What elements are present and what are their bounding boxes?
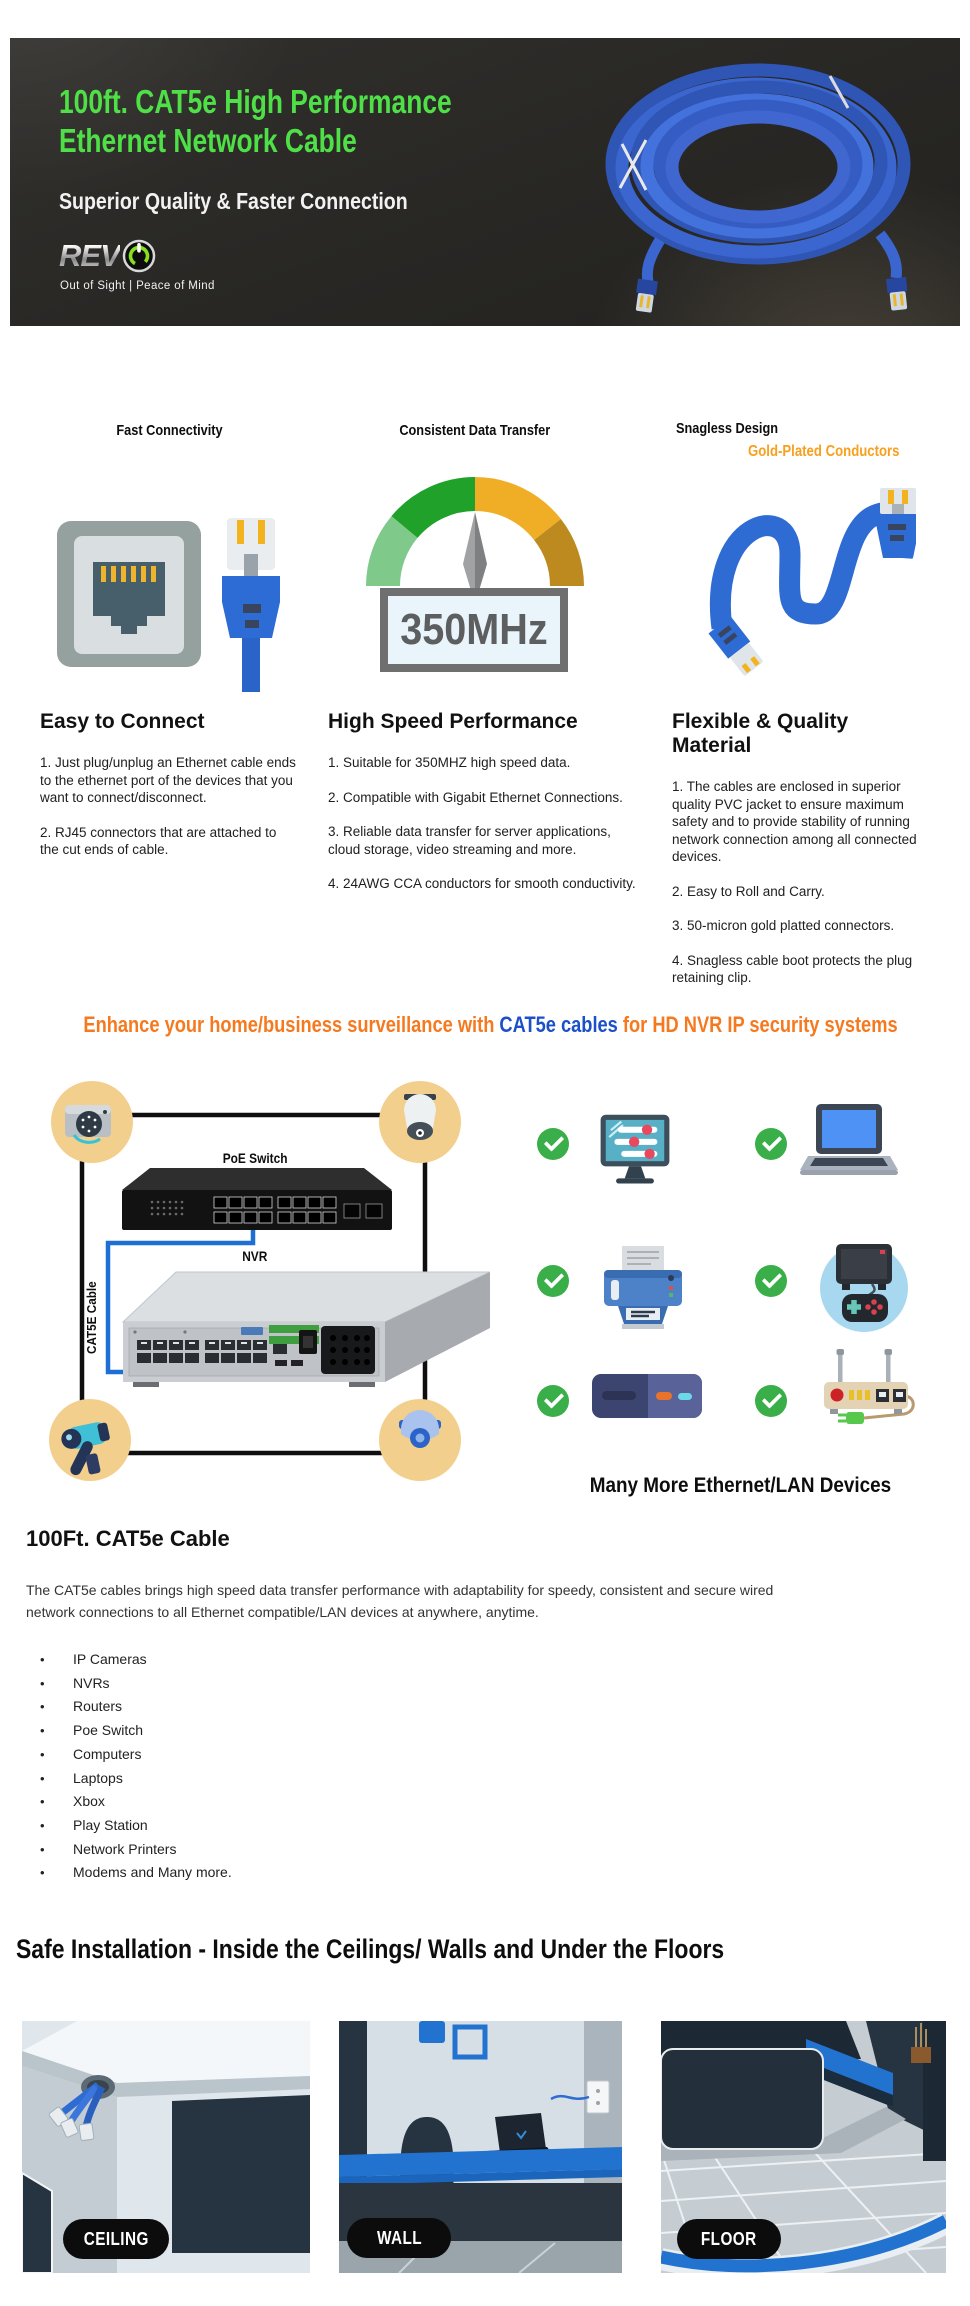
- hero-banner: 100ft. CAT5e High Performance Ethernet N…: [10, 38, 960, 326]
- list-item: NVRs: [40, 1672, 540, 1696]
- list-item: Modems and Many more.: [40, 1861, 540, 1885]
- wall-badge: WALL: [347, 2218, 451, 2258]
- snagless-cable-icon: [708, 488, 916, 676]
- headline-prefix: Enhance your home/business surveillance …: [83, 1012, 500, 1037]
- banner-subtitle: Superior Quality & Faster Connection: [59, 188, 408, 214]
- column-item: 4. 24AWG CCA conductors for smooth condu…: [328, 876, 636, 891]
- laptop-icon: [800, 1104, 898, 1175]
- surveillance-diagram: [49, 1081, 490, 1481]
- nvr-illustration: [121, 1271, 490, 1387]
- cables-through-ceiling: [48, 2082, 106, 2141]
- headline-suffix: for HD NVR IP security systems: [617, 1012, 898, 1037]
- check-icon: [755, 1385, 787, 1417]
- feature-title-fast-connectivity: Fast Connectivity: [116, 422, 224, 439]
- column-item: 3. 50-micron gold platted connectors.: [672, 918, 895, 933]
- column-item: 2. RJ45 connectors that are attached to …: [40, 824, 277, 858]
- feature-title-snagless: Snagless Design: [676, 420, 779, 437]
- column-item: 3. Reliable data transfer for server app…: [328, 824, 611, 857]
- column-easy-to-connect: Easy to Connect 1. Just plug/unplug an E…: [40, 710, 296, 876]
- power-button-icon: [122, 239, 155, 273]
- list-item: Xbox: [40, 1790, 540, 1814]
- list-item: Poe Switch: [40, 1719, 540, 1743]
- ethernet-wall-jack-icon: [57, 521, 201, 667]
- installation-card-ceiling: CEILING: [22, 2021, 310, 2273]
- rj45-connector-left: [635, 278, 658, 313]
- banner-title: 100ft. CAT5e High Performance Ethernet N…: [59, 82, 550, 160]
- column-item: 1. Suitable for 350MHZ high speed data.: [328, 755, 571, 770]
- surveillance-headline: Enhance your home/business surveillance …: [0, 1012, 970, 1038]
- modem-router-icon: [824, 1349, 915, 1424]
- nvr-label: NVR: [242, 1248, 268, 1264]
- column-heading: Easy to Connect: [40, 710, 205, 733]
- column-item: 2. Compatible with Gigabit Ethernet Conn…: [328, 789, 623, 805]
- check-icon: [537, 1385, 569, 1417]
- list-item: Play Station: [40, 1814, 540, 1838]
- media-box-icon: [592, 1374, 702, 1418]
- dome-camera-icon: [379, 1399, 461, 1481]
- ethernet-plug-icon: [222, 518, 280, 692]
- cable-connector-left: [708, 616, 763, 676]
- list-item: Laptops: [40, 1767, 540, 1791]
- feature-subtitle-gold-plated: Gold-Plated Conductors: [748, 443, 900, 460]
- device-list: IP Cameras NVRs Routers Poe Switch Compu…: [40, 1648, 540, 1885]
- column-item: 2. Easy to Roll and Carry.: [672, 883, 825, 899]
- bullet-camera-icon: [49, 1399, 131, 1481]
- desktop-computer-icon: [600, 1114, 670, 1184]
- installation-title: Safe Installation - Inside the Ceilings/…: [16, 1934, 725, 1964]
- printer-icon: [604, 1246, 682, 1329]
- ptz-camera-icon: [379, 1081, 461, 1163]
- feature-title-data-transfer: Consistent Data Transfer: [399, 422, 551, 439]
- column-item: 1. The cables are enclosed in superior q…: [672, 779, 917, 864]
- check-icon: [537, 1265, 569, 1297]
- column-item: 4. Snagless cable boot protects the plug…: [672, 952, 913, 986]
- check-icon: [537, 1128, 569, 1160]
- nvr-rj45-ports: [137, 1340, 287, 1363]
- list-item: IP Cameras: [40, 1648, 540, 1672]
- cat5e-cable-label: CAT5E Cable: [84, 1281, 99, 1354]
- column-high-speed: High Speed Performance 1. Suitable for 3…: [328, 710, 646, 910]
- list-item: Computers: [40, 1743, 540, 1767]
- column-heading: High Speed Performance: [328, 710, 578, 733]
- list-item: Network Printers: [40, 1838, 540, 1862]
- cable-coil-photo: [605, 63, 911, 313]
- column-flexible-quality: Flexible & Quality Material 1. The cable…: [672, 710, 928, 1004]
- floor-badge: FLOOR: [677, 2219, 781, 2259]
- game-console-icon: [820, 1244, 908, 1332]
- list-item: Routers: [40, 1695, 540, 1719]
- cable-section-paragraph: The CAT5e cables brings high speed data …: [26, 1582, 774, 1620]
- revo-logo: REV: [59, 238, 156, 274]
- installation-card-floor: FLOOR: [661, 2021, 946, 2273]
- revo-tagline: Out of Sight | Peace of Mind: [60, 280, 215, 292]
- cable-section-title: 100Ft. CAT5e Cable: [26, 1526, 230, 1551]
- banner-title-line1: 100ft. CAT5e High Performance: [59, 83, 452, 120]
- box-camera-icon: [51, 1081, 133, 1163]
- check-icon: [755, 1265, 787, 1297]
- installation-card-wall: WALL: [339, 2021, 622, 2273]
- speed-gauge-icon: [366, 477, 584, 604]
- check-icon: [755, 1128, 787, 1160]
- rj45-connector-right: [886, 276, 908, 311]
- poe-switch-illustration: [122, 1168, 392, 1230]
- headline-highlight: CAT5e cables: [499, 1012, 618, 1037]
- column-item: 1. Just plug/unplug an Ethernet cable en…: [40, 755, 296, 805]
- devices-caption: Many More Ethernet/LAN Devices: [589, 1474, 891, 1497]
- poe-switch-label: PoE Switch: [222, 1150, 288, 1166]
- banner-title-line2: Ethernet Network Cable: [59, 122, 357, 159]
- frequency-badge: 350MHz: [380, 588, 568, 672]
- column-heading: Flexible & Quality Material: [672, 710, 849, 757]
- ceiling-badge: CEILING: [63, 2219, 169, 2259]
- revo-logo-text: REV: [59, 238, 121, 273]
- cable-connector-right: [874, 488, 916, 558]
